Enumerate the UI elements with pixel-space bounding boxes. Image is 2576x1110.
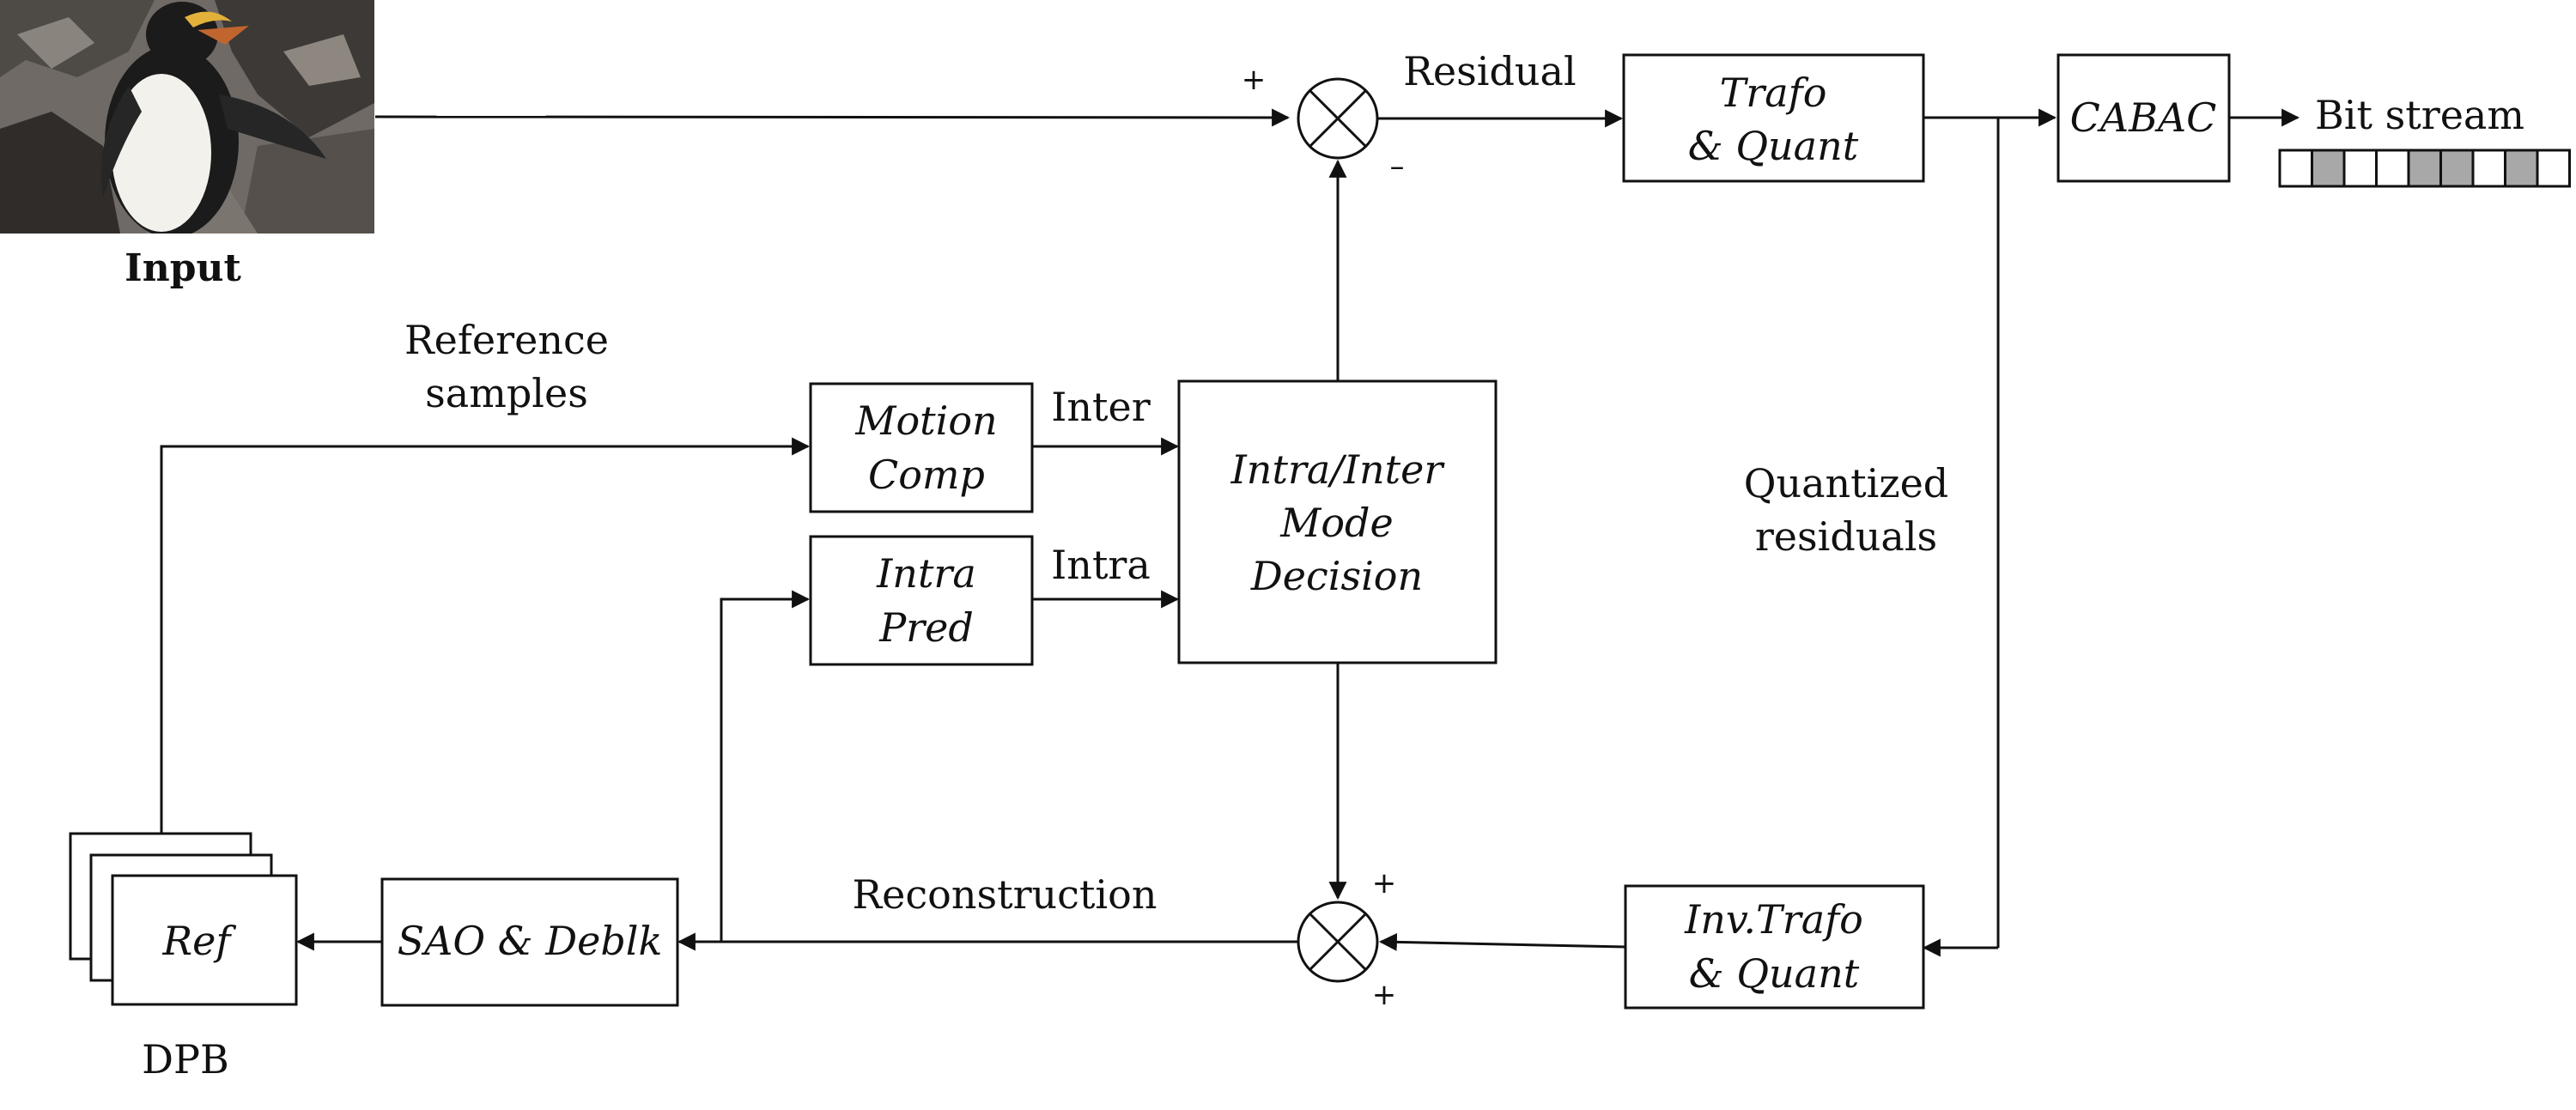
reconstruction-label: Reconstruction <box>853 871 1157 918</box>
top-minus-sign: – <box>1390 149 1405 184</box>
mode-decision-line3: Decision <box>1250 553 1423 599</box>
bottom-sum-node <box>1297 901 1379 983</box>
input-image <box>0 0 374 234</box>
bitstream-cell-filled <box>2504 149 2539 188</box>
intra-pred-block: Intra Pred <box>809 535 1034 666</box>
intra-pred-line1: Intra <box>876 550 976 597</box>
motion-comp-line2: Comp <box>868 452 985 498</box>
bitstream-cell-empty <box>2536 149 2571 188</box>
bitstream-cell-empty <box>2342 149 2378 188</box>
quantized-label-line2: residuals <box>1755 513 1937 560</box>
input-label: Input <box>125 246 241 290</box>
reference-label-line2: samples <box>425 370 588 416</box>
bottom-plus-sign-top: + <box>1372 866 1397 901</box>
residual-label: Residual <box>1403 48 1576 94</box>
trafo-quant-block: Trafo & Quant <box>1622 53 1925 183</box>
intra-pred-line2: Pred <box>878 604 974 651</box>
inv-trafo-quant-line2: & Quant <box>1689 950 1860 997</box>
bottom-plus-sign-bottom: + <box>1372 978 1397 1012</box>
ref-to-motion-line <box>160 437 811 834</box>
cabac-label: CABAC <box>2070 94 2217 141</box>
sao-deblk-block: SAO & Deblk <box>380 877 679 1007</box>
mode-decision-block: Intra/Inter Mode Decision <box>1177 379 1498 664</box>
inv-trafo-quant-line1: Inv.Trafo <box>1684 896 1863 943</box>
ref-label: Ref <box>162 918 237 964</box>
dpb-label: DPB <box>142 1036 229 1083</box>
top-sum-node <box>1297 77 1379 160</box>
bit-stream-label: Bit stream <box>2315 92 2524 138</box>
trafo-quant-line1: Trafo <box>1720 70 1827 116</box>
motion-comp-block: Motion Comp <box>809 382 1034 513</box>
motion-comp-line1: Motion <box>854 397 997 444</box>
ref-stack: Ref <box>69 832 298 1006</box>
mode-decision-line2: Mode <box>1279 500 1393 546</box>
cabac-block: CABAC <box>2057 53 2231 183</box>
bitstream-cell-empty <box>2471 149 2506 188</box>
bitstream-cell-empty <box>2278 149 2313 188</box>
invtrafo-to-sum-line <box>1378 932 1626 951</box>
top-plus-sign: + <box>1242 63 1267 97</box>
inv-trafo-quant-block: Inv.Trafo & Quant <box>1624 884 1925 1010</box>
recon-to-intra-line <box>720 590 811 942</box>
intra-label: Intra <box>1051 542 1151 588</box>
inter-label: Inter <box>1051 384 1151 430</box>
bitstream-cells <box>2278 149 2571 188</box>
bitstream-cell-filled <box>2407 149 2442 188</box>
input-to-sum-line <box>374 108 1291 127</box>
mode-decision-line1: Intra/Inter <box>1230 446 1446 493</box>
sao-deblk-label: SAO & Deblk <box>398 918 663 964</box>
reference-label-line1: Reference <box>404 317 609 363</box>
bitstream-cell-empty <box>2375 149 2410 188</box>
quantized-label-line1: Quantized <box>1744 460 1949 506</box>
trafo-quant-line2: & Quant <box>1688 123 1859 169</box>
bitstream-cell-filled <box>2311 149 2346 188</box>
bitstream-cell-filled <box>2439 149 2475 188</box>
